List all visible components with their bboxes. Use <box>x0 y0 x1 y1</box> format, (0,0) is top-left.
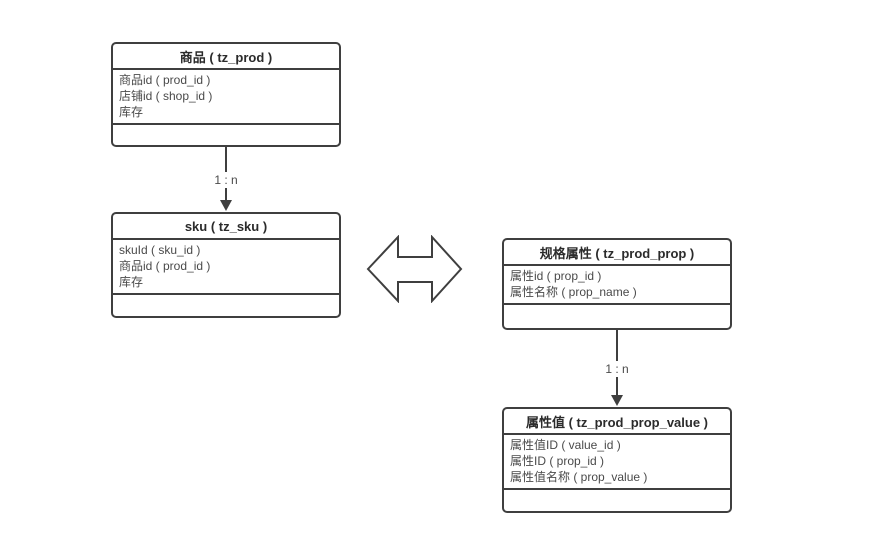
bidirectional-arrow-icon <box>366 235 463 303</box>
cardinality-label: 1 : n <box>211 172 241 188</box>
entity-prod-prop-value: 属性值 ( tz_prod_prop_value ) 属性值ID ( value… <box>502 407 732 513</box>
entity-field: 属性ID ( prop_id ) <box>510 454 605 468</box>
entity-field: 属性id ( prop_id ) <box>510 269 602 283</box>
entity-field: 库存 <box>119 275 144 289</box>
entity-field: 属性值名称 ( prop_value ) <box>510 470 648 484</box>
entity-prod-prop-fields: 属性id ( prop_id ) 属性名称 ( prop_name ) <box>504 266 730 305</box>
entity-field: 店铺id ( shop_id ) <box>119 89 213 103</box>
entity-field: 商品id ( prod_id ) <box>119 73 211 87</box>
arrowhead-down-icon <box>611 395 623 406</box>
entity-field: 库存 <box>119 105 144 119</box>
entity-sku-fields: skuId ( sku_id ) 商品id ( prod_id ) 库存 <box>113 240 339 295</box>
entity-field: 属性名称 ( prop_name ) <box>510 285 637 299</box>
entity-field: skuId ( sku_id ) <box>119 243 201 257</box>
entity-empty-section <box>113 125 339 145</box>
entity-empty-section <box>113 295 339 316</box>
entity-field: 属性值ID ( value_id ) <box>510 438 621 452</box>
entity-prod-prop-value-fields: 属性值ID ( value_id ) 属性ID ( prop_id ) 属性值名… <box>504 435 730 490</box>
entity-empty-section <box>504 305 730 328</box>
entity-prod-prop: 规格属性 ( tz_prod_prop ) 属性id ( prop_id ) 属… <box>502 238 732 330</box>
entity-sku: sku ( tz_sku ) skuId ( sku_id ) 商品id ( p… <box>111 212 341 318</box>
entity-empty-section <box>504 490 730 511</box>
arrowhead-down-icon <box>220 200 232 211</box>
entity-field: 商品id ( prod_id ) <box>119 259 211 273</box>
entity-prod-fields: 商品id ( prod_id ) 店铺id ( shop_id ) 库存 <box>113 70 339 125</box>
entity-prod: 商品 ( tz_prod ) 商品id ( prod_id ) 店铺id ( s… <box>111 42 341 147</box>
entity-sku-title: sku ( tz_sku ) <box>113 214 339 240</box>
entity-prod-prop-title: 规格属性 ( tz_prod_prop ) <box>504 240 730 266</box>
cardinality-label: 1 : n <box>602 361 632 377</box>
entity-prod-title: 商品 ( tz_prod ) <box>113 44 339 70</box>
entity-prod-prop-value-title: 属性值 ( tz_prod_prop_value ) <box>504 409 730 435</box>
